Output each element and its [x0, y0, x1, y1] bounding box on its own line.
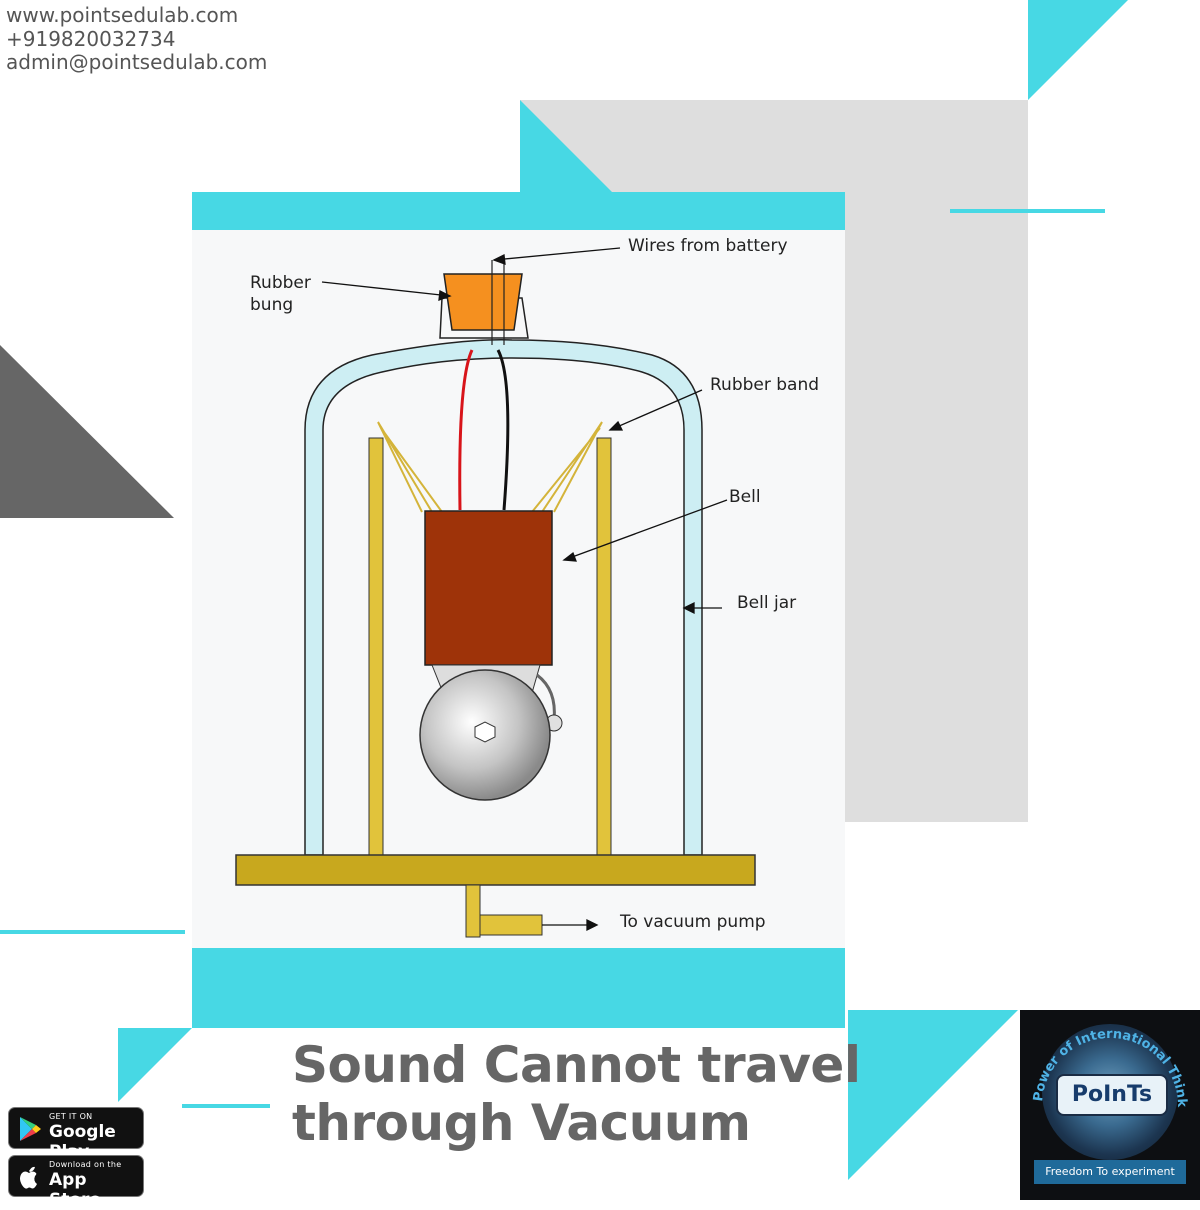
- google-play-icon: [20, 1117, 41, 1141]
- app-store-big-text: App Store: [49, 1170, 101, 1210]
- logo-ribbon: Freedom To experiment: [1034, 1160, 1186, 1184]
- diagram-area: Wires from battery Rubber bung Rubber ba…: [192, 230, 845, 948]
- apple-icon: [20, 1166, 37, 1189]
- panel-corner-cyan-triangle: [520, 100, 612, 192]
- red-wire: [458, 349, 474, 511]
- base-plate: [235, 854, 756, 886]
- card-top-bar: [192, 192, 845, 230]
- left-rubber-band: [377, 421, 443, 513]
- pump-pipe-vertical: [465, 884, 481, 938]
- label-vacuum-pump: To vacuum pump: [619, 912, 766, 932]
- bottom-left-cyan-triangle: [118, 1028, 192, 1102]
- right-rubber-band: [531, 421, 603, 513]
- label-bung-line1: Rubber: [250, 273, 311, 293]
- label-bung-line2: bung: [250, 295, 293, 315]
- black-wire: [496, 349, 510, 511]
- right-stand: [596, 437, 612, 857]
- contact-info: www.pointsedulab.com +919820032734 admin…: [6, 3, 268, 75]
- label-rubber-band: Rubber band: [710, 375, 819, 395]
- bottom-right-cyan-triangle: [848, 1010, 1018, 1180]
- label-wires: Wires from battery: [628, 236, 788, 256]
- accent-line-right: [950, 209, 1105, 213]
- website-link[interactable]: www.pointsedulab.com: [6, 3, 239, 27]
- bell-box: [424, 510, 553, 666]
- google-play-badge[interactable]: GET IT ON Google Play: [8, 1107, 144, 1162]
- label-bell-jar: Bell jar: [737, 593, 796, 613]
- app-store-small-text: Download on the: [49, 1160, 122, 1169]
- bell-jar-diagram: Wires from battery Rubber bung Rubber ba…: [235, 236, 819, 938]
- left-dark-triangle: [0, 345, 174, 518]
- phone-number[interactable]: +919820032734: [6, 26, 176, 51]
- points-logo: Power of International Thinkers PoInTs F…: [1020, 1010, 1200, 1200]
- label-bell: Bell: [729, 487, 761, 507]
- email-link[interactable]: admin@pointsedulab.com: [6, 50, 268, 74]
- accent-line-left: [0, 930, 185, 934]
- logo-wordmark: PoInTs: [1056, 1074, 1168, 1116]
- top-right-cyan-triangle: [1028, 0, 1128, 100]
- accent-line-bottom: [182, 1104, 270, 1108]
- google-play-small-text: GET IT ON: [49, 1112, 93, 1121]
- app-store-badge[interactable]: Download on the App Store: [8, 1155, 144, 1210]
- left-stand: [368, 437, 384, 857]
- pump-pipe-horizontal: [479, 914, 543, 936]
- card-bottom-bar: [192, 948, 845, 1028]
- rubber-bung: [443, 273, 523, 331]
- page-title: Sound Cannot travel through Vacuum: [292, 1036, 861, 1152]
- title-line-2: through Vacuum: [292, 1094, 751, 1152]
- title-line-1: Sound Cannot travel: [292, 1036, 861, 1094]
